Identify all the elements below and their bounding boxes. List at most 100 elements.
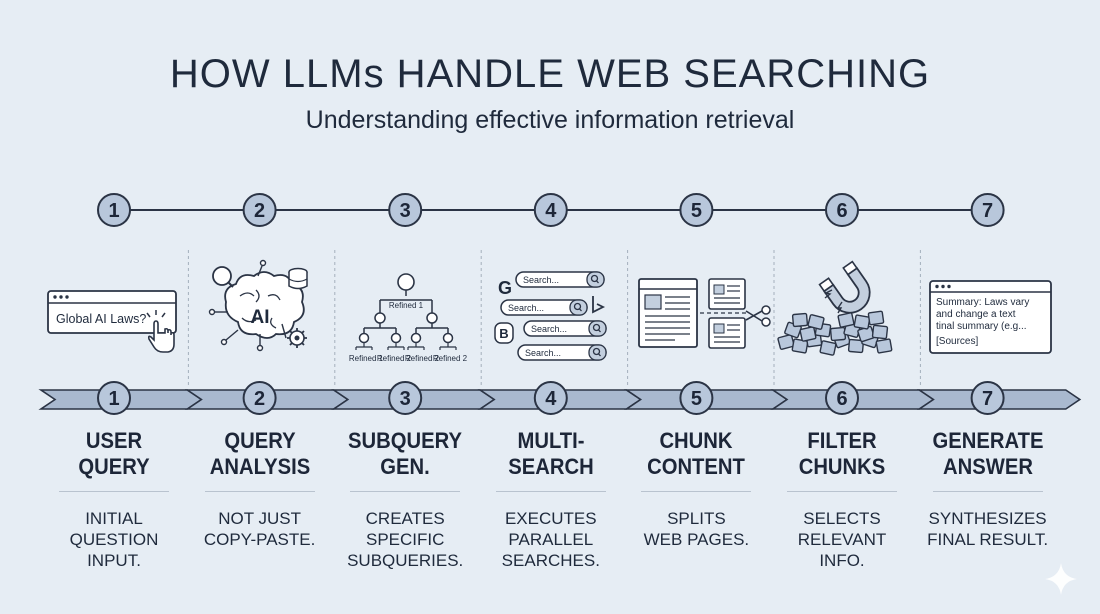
step-title: MULTI-SEARCH: [486, 428, 615, 480]
search-bar: Search...: [515, 271, 605, 288]
top-node-2: 2: [242, 193, 277, 227]
bottom-node-3: 3: [388, 381, 423, 415]
tree-leaf-label: Refined 2: [377, 354, 412, 363]
content-chunk: [819, 340, 837, 356]
content-chunk: [799, 326, 817, 342]
step-title-line-1: MULTI-: [517, 428, 585, 453]
step-description-line-2: PARALLEL: [508, 530, 594, 549]
search-bar: Search...: [500, 299, 588, 316]
step-title-line-2: CONTENT: [647, 454, 746, 479]
magnet-icon: [818, 260, 871, 314]
search-bar-placeholder: Search...: [531, 324, 567, 334]
multi-search-illustration: G B Search... Search... Search... Search...: [494, 271, 607, 361]
database-icon: [288, 267, 308, 290]
google-logo-icon: G: [498, 278, 512, 298]
step-description-line-2: COPY-PASTE.: [203, 530, 316, 549]
content-chunk: [847, 338, 865, 354]
top-timeline-nodes: 1 2 3 4 5 6 7: [97, 193, 1005, 227]
step-title-line-1: SUBQUERY: [348, 428, 463, 453]
content-chunk: [867, 310, 885, 326]
top-node-7: 7: [970, 193, 1005, 227]
content-chunk: [871, 324, 889, 340]
step-number: 2: [254, 388, 265, 410]
step-number: 4: [545, 388, 557, 410]
summary-line-3: tinal summary (e.g...: [936, 321, 1027, 332]
step-number: 5: [691, 200, 702, 222]
column-separators: [187, 250, 921, 386]
search-bar: Search...: [523, 320, 607, 337]
brave-logo-icon: B: [494, 322, 514, 344]
step-divider: [787, 491, 897, 492]
filter-chunks-illustration: [777, 260, 893, 356]
step-title-line-1: USER: [85, 428, 143, 453]
bottom-node-6: 6: [825, 381, 859, 415]
tree-root-label: Refined 1: [389, 301, 424, 310]
step-description-line-1: INITIAL: [85, 509, 143, 528]
bing-logo-icon: [592, 296, 606, 314]
step-number: 1: [108, 200, 119, 222]
step-description-line-2: WEB PAGES.: [643, 530, 750, 549]
step-divider: [932, 491, 1043, 492]
content-chunk: [829, 326, 847, 342]
summary-window-illustration: Summary: Laws vary and change a text tin…: [929, 280, 1052, 354]
network-nodes-icon: [208, 259, 287, 352]
content-chunk: [837, 312, 855, 328]
step-divider: [350, 491, 461, 492]
content-chunk: [791, 312, 809, 328]
query-box-text: Global AI Laws?: [56, 312, 146, 326]
top-node-5: 5: [679, 193, 714, 227]
step-description-line-1: SELECTS: [803, 509, 881, 528]
step-description-line-2: RELEVANT: [797, 530, 887, 549]
sparkle-icon: [1045, 563, 1077, 595]
step-number: 5: [691, 388, 702, 410]
search-icon: [212, 266, 234, 288]
step-title-line-1: GENERATE: [932, 428, 1044, 453]
step-divider: [59, 491, 169, 492]
step-description-line-2: QUESTION: [69, 530, 159, 549]
step-number: 4: [545, 200, 557, 222]
step-number: 7: [982, 388, 993, 410]
query-window-illustration: Global AI Laws?: [47, 290, 177, 353]
bottom-node-2: 2: [242, 381, 277, 415]
search-bar-placeholder: Search...: [523, 275, 559, 285]
bottom-node-4: 4: [533, 381, 568, 415]
step-description-line-3: SUBQUERIES.: [347, 551, 464, 570]
summary-line-2: and change a text: [936, 309, 1016, 320]
search-bar-placeholder: Search...: [508, 303, 544, 313]
search-bar-placeholder: Search...: [525, 348, 561, 358]
content-chunk: [777, 334, 795, 350]
hand-cursor-icon: [146, 310, 175, 353]
ai-brain-illustration: AI: [208, 259, 308, 352]
step-description-line-1: NOT JUST: [218, 509, 301, 528]
step-title-line-1: QUERY: [223, 428, 296, 453]
step-title-line-2: CHUNKS: [798, 454, 886, 479]
step-description-line-1: SYNTHESIZES: [928, 509, 1047, 528]
content-chunk: [791, 338, 809, 354]
step-title-line-2: ANSWER: [942, 454, 1033, 479]
svg-text:B: B: [499, 326, 508, 341]
step-title-line-1: FILTER: [807, 428, 877, 453]
step-title-line-2: ANALYSIS: [209, 454, 310, 479]
bottom-node-5: 5: [679, 381, 714, 415]
tree-leaf-label: Refined 2: [433, 354, 468, 363]
step-number: 3: [400, 200, 411, 222]
search-bar: Search...: [517, 344, 607, 361]
scissors-icon: [745, 305, 771, 327]
brain-ai-label: AI: [251, 307, 270, 328]
step-number: 3: [400, 388, 411, 410]
step-number: 2: [254, 200, 265, 222]
step-number: 6: [836, 200, 847, 222]
